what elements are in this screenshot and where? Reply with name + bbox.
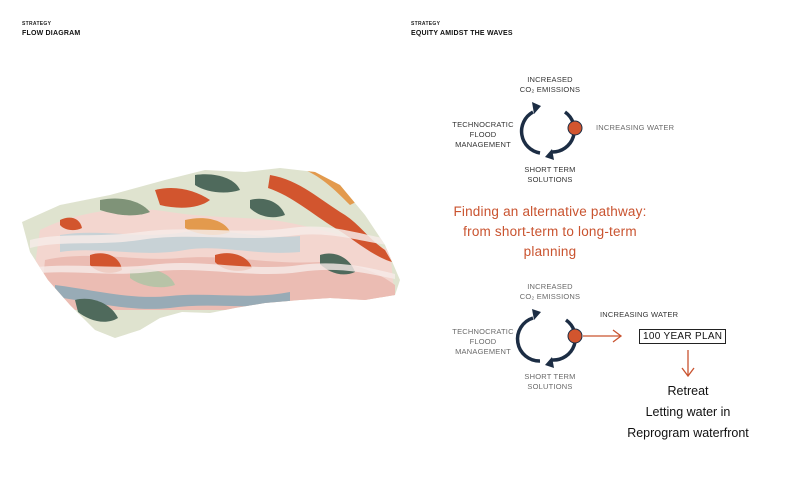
outcome-retreat: Retreat xyxy=(667,384,709,398)
map-patch-green-4 xyxy=(250,198,285,218)
map-patch-sage xyxy=(130,268,175,288)
cycle-bottom-arrowhead-1 xyxy=(532,309,541,320)
cycle-top-arrowhead-1 xyxy=(532,102,541,114)
cycle-top-label-short-term: SHORT TERM SOLUTIONS xyxy=(524,165,576,184)
plan-connector-arrow-icon xyxy=(612,329,623,343)
cycle-bottom-label-technocratic: TECHNOCRATIC FLOOD MANAGEMENT xyxy=(452,327,514,356)
headline: Finding an alternative pathway: from sho… xyxy=(453,204,647,259)
map-patch-orange-1 xyxy=(155,188,210,208)
cycle-top-label-emissions: INCREASED CO₂ EMISSIONS xyxy=(519,75,581,94)
outcome-arrow-icon xyxy=(681,367,695,378)
cycle-bottom-dot xyxy=(567,328,583,344)
map-patch-green-1 xyxy=(195,174,240,193)
cycle-bottom-label-short-term: SHORT TERM SOLUTIONS xyxy=(524,372,576,391)
map-zone-amber xyxy=(300,168,360,205)
cycle-bottom-arc-right xyxy=(551,318,578,362)
map-water-lower xyxy=(55,285,290,309)
map-flow-line-1 xyxy=(30,226,395,248)
outcome-letting-water-in: Letting water in xyxy=(645,405,731,419)
cycle-top-label-technocratic: TECHNOCRATIC FLOOD MANAGEMENT xyxy=(452,120,514,149)
map-patch-orange-4 xyxy=(60,217,82,231)
right-title: EQUITY AMIDST THE WAVES xyxy=(411,30,513,37)
cycle-bottom-label-emissions: INCREASED CO₂ EMISSIONS xyxy=(519,282,581,301)
cycle-bottom-arc-left xyxy=(515,316,541,363)
plan-label-box: 100 YEAR PLAN xyxy=(639,329,727,344)
outcome-reprogram-waterfront: Reprogram waterfront xyxy=(627,426,749,440)
cycle-top-arrowhead-2 xyxy=(545,149,554,160)
cycle-bottom-arrowhead-2 xyxy=(545,357,554,368)
left-eyebrow: STRATEGY xyxy=(22,21,52,27)
outcomes-list: Retreat Letting water in Reprogram water… xyxy=(598,381,778,444)
right-eyebrow: STRATEGY xyxy=(411,21,441,27)
map-patch-green-2 xyxy=(100,198,150,216)
cycle-top-arc-left xyxy=(519,110,541,155)
cycle-bottom-label-water: INCREASING WATER xyxy=(600,310,679,319)
cycle-top-arc-right xyxy=(551,110,577,154)
cycle-top-dot xyxy=(567,120,583,136)
cycle-top-label-water: INCREASING WATER xyxy=(596,123,675,132)
left-title: FLOW DIAGRAM xyxy=(22,30,81,37)
map-flow-line-2 xyxy=(30,262,395,279)
map-patch-green-3 xyxy=(75,298,118,322)
